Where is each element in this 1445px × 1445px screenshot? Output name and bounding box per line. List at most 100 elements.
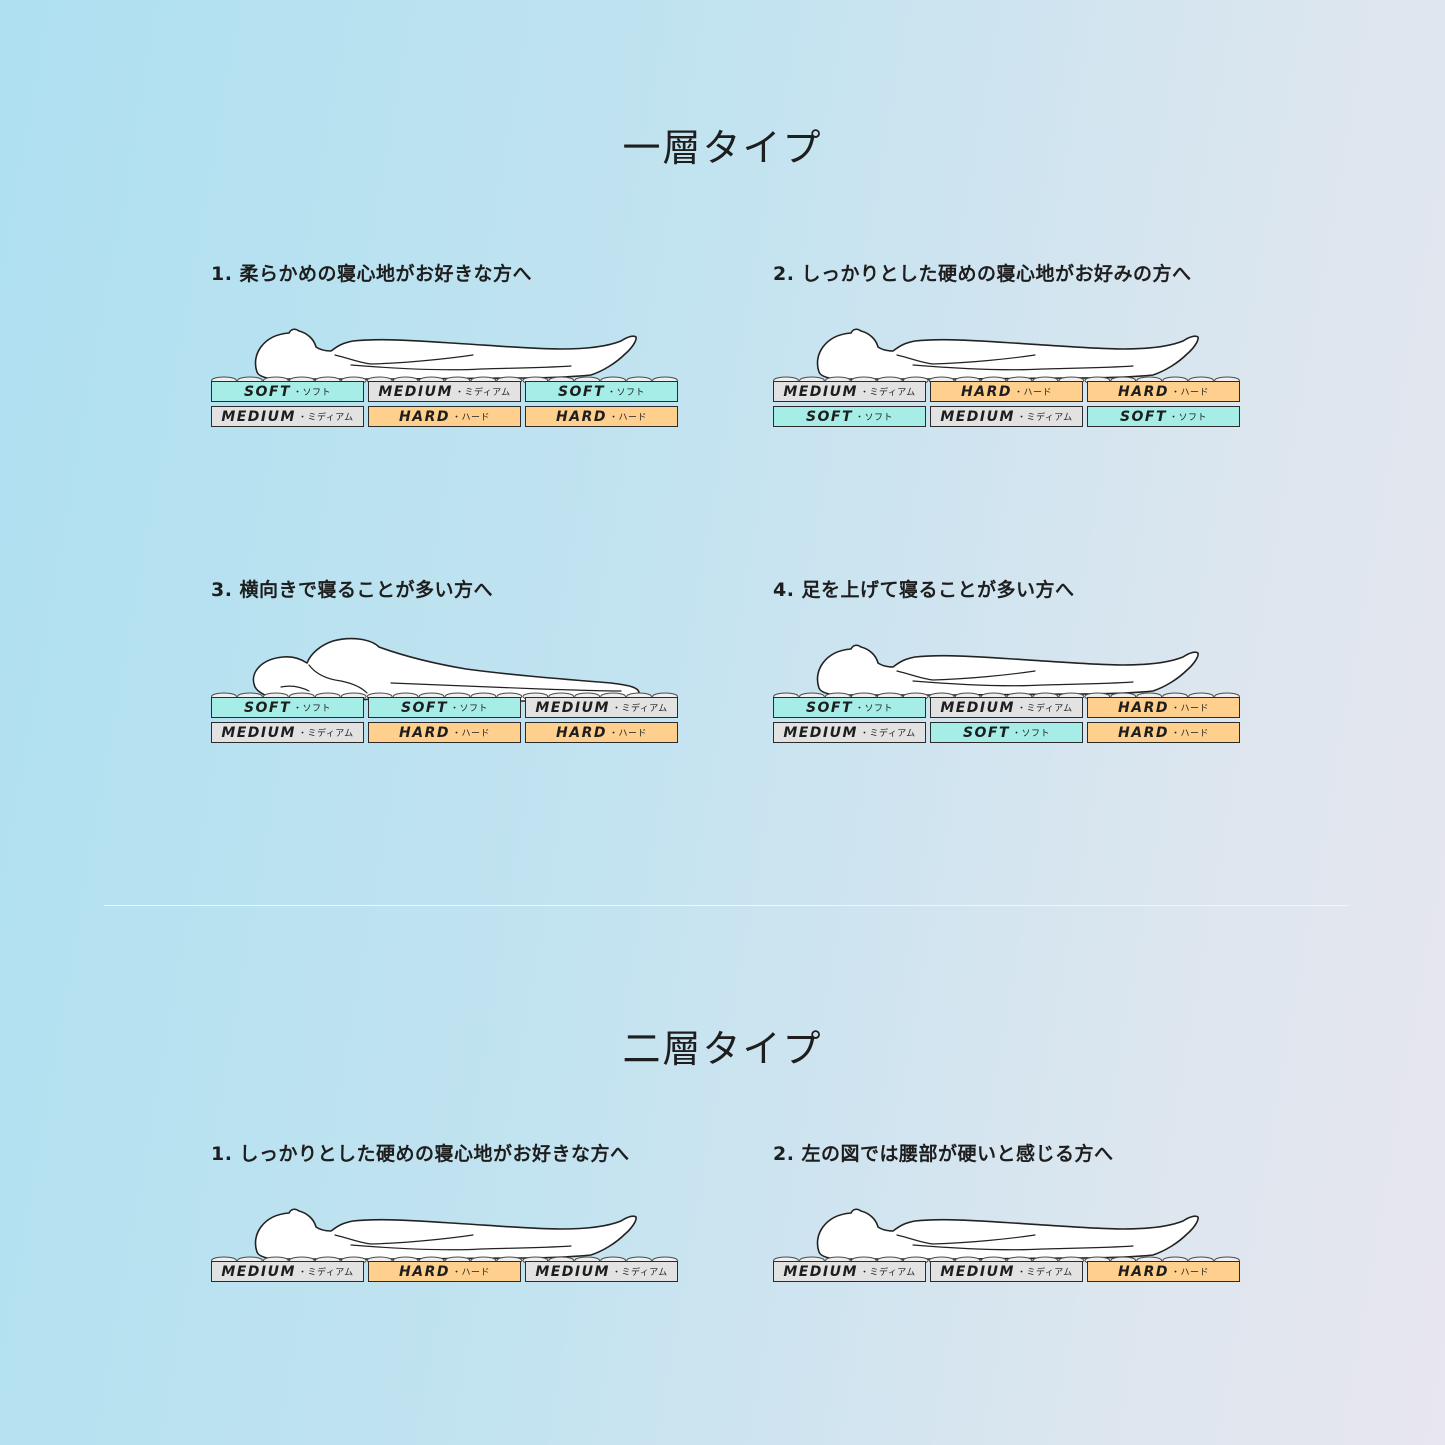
mattress-coil-strip (211, 686, 678, 701)
firmness-level-label: SOFT (400, 699, 449, 716)
firmness-cell-hard: HARD・ハード (1087, 381, 1240, 402)
firmness-cell-soft: SOFT・ソフト (525, 381, 678, 402)
firmness-kana-label: ・ハード (1013, 388, 1052, 398)
firmness-cell-soft: SOFT・ソフト (773, 697, 926, 718)
firmness-kana-label: ・ミディアム (297, 729, 354, 739)
firmness-cell-hard: HARD・ハード (368, 1261, 521, 1282)
firmness-cell-hard: HARD・ハード (1087, 697, 1240, 718)
firmness-level-label: SOFT (243, 383, 292, 400)
firmness-cell-medium: MEDIUM・ミディアム (773, 1261, 926, 1282)
firmness-kana-label: ・ミディアム (1016, 704, 1073, 714)
firmness-level-label: HARD (1118, 1263, 1169, 1280)
firmness-cell-hard: HARD・ハード (1087, 1261, 1240, 1282)
firmness-level-label: MEDIUM (378, 383, 453, 400)
section-title-single-layer: 一層タイプ (622, 126, 823, 170)
panel-title: 3. 横向きで寝ることが多い方へ (211, 579, 494, 601)
firmness-cell-hard: HARD・ハード (525, 722, 678, 743)
firmness-level-label: MEDIUM (221, 1263, 296, 1280)
firmness-kana-label: ・ミディアム (454, 388, 511, 398)
firmness-level-label: HARD (556, 408, 607, 425)
mattress-coil-strip (211, 1250, 678, 1265)
firmness-kana-label: ・ミディアム (297, 413, 354, 423)
firmness-level-label: HARD (1118, 383, 1169, 400)
firmness-level-label: SOFT (557, 383, 606, 400)
firmness-cell-soft: SOFT・ソフト (1087, 406, 1240, 427)
firmness-kana-label: ・ハード (1170, 1268, 1209, 1278)
firmness-level-label: HARD (399, 724, 450, 741)
firmness-kana-label: ・ハード (451, 413, 490, 423)
panel-title: 4. 足を上げて寝ることが多い方へ (773, 579, 1075, 601)
firmness-cell-hard: HARD・ハード (368, 722, 521, 743)
firmness-cell-medium: MEDIUM・ミディアム (211, 406, 364, 427)
firmness-kana-label: ・ミディアム (859, 388, 916, 398)
firmness-kana-label: ・ソフト (855, 413, 894, 423)
firmness-cell-soft: SOFT・ソフト (211, 381, 364, 402)
body-outline-svg (816, 328, 1199, 380)
firmness-cell-medium: MEDIUM・ミディアム (930, 1261, 1083, 1282)
firmness-cell-medium: MEDIUM・ミディアム (773, 722, 926, 743)
firmness-kana-label: ・ハード (1170, 729, 1209, 739)
firmness-level-label: HARD (399, 1263, 450, 1280)
firmness-level-label: HARD (1118, 724, 1169, 741)
mattress-coil-strip (211, 370, 678, 385)
panel-title: 1. しっかりとした硬めの寝心地がお好きな方へ (211, 1143, 630, 1165)
firmness-kana-label: ・ハード (608, 729, 647, 739)
body-limb-lines (896, 354, 1134, 371)
firmness-kana-label: ・ミディアム (1016, 1268, 1073, 1278)
panel-title: 2. 左の図では腰部が硬いと感じる方へ (773, 1143, 1114, 1165)
firmness-level-label: MEDIUM (940, 1263, 1015, 1280)
firmness-level-label: SOFT (1119, 408, 1168, 425)
firmness-level-label: MEDIUM (940, 699, 1015, 716)
firmness-kana-label: ・ハード (1170, 388, 1209, 398)
firmness-cell-hard: HARD・ハード (368, 406, 521, 427)
panel-title: 1. 柔らかめの寝心地がお好きな方へ (211, 263, 533, 285)
firmness-kana-label: ・ソフト (1169, 413, 1208, 423)
firmness-level-label: MEDIUM (783, 1263, 858, 1280)
firmness-cell-medium: MEDIUM・ミディアム (211, 722, 364, 743)
firmness-kana-label: ・ミディアム (859, 1268, 916, 1278)
firmness-kana-label: ・ミディアム (611, 1268, 668, 1278)
firmness-cell-soft: SOFT・ソフト (211, 697, 364, 718)
section-divider (104, 905, 1349, 906)
firmness-kana-label: ・ソフト (293, 704, 332, 714)
firmness-level-label: MEDIUM (221, 724, 296, 741)
firmness-level-label: MEDIUM (783, 383, 858, 400)
firmness-level-label: MEDIUM (940, 408, 1015, 425)
body-limb-lines (334, 1234, 572, 1251)
firmness-level-label: SOFT (805, 699, 854, 716)
firmness-level-label: MEDIUM (221, 408, 296, 425)
body-limb-lines (334, 354, 572, 371)
panel-title: 2. しっかりとした硬めの寝心地がお好みの方へ (773, 263, 1192, 285)
firmness-cell-medium: MEDIUM・ミディアム (930, 406, 1083, 427)
firmness-cell-hard: HARD・ハード (930, 381, 1083, 402)
firmness-kana-label: ・ミディアム (611, 704, 668, 714)
firmness-level-label: MEDIUM (535, 699, 610, 716)
firmness-kana-label: ・ソフト (607, 388, 646, 398)
firmness-kana-label: ・ミディアム (297, 1268, 354, 1278)
firmness-level-label: MEDIUM (535, 1263, 610, 1280)
firmness-cell-medium: MEDIUM・ミディアム (525, 697, 678, 718)
firmness-kana-label: ・ハード (451, 729, 490, 739)
section-title-double-layer: 二層タイプ (622, 1027, 823, 1071)
firmness-kana-label: ・ソフト (450, 704, 489, 714)
firmness-cell-soft: SOFT・ソフト (368, 697, 521, 718)
firmness-kana-label: ・ハード (451, 1268, 490, 1278)
firmness-level-label: SOFT (805, 408, 854, 425)
firmness-level-label: HARD (961, 383, 1012, 400)
body-figure-supine (773, 319, 1243, 389)
firmness-kana-label: ・ハード (1170, 704, 1209, 714)
mattress-coil-strip (773, 686, 1240, 701)
firmness-cell-medium: MEDIUM・ミディアム (211, 1261, 364, 1282)
firmness-cell-medium: MEDIUM・ミディアム (368, 381, 521, 402)
firmness-level-label: MEDIUM (783, 724, 858, 741)
body-limb-lines (896, 1234, 1134, 1251)
firmness-cell-medium: MEDIUM・ミディアム (930, 697, 1083, 718)
firmness-kana-label: ・ソフト (855, 704, 894, 714)
firmness-cell-soft: SOFT・ソフト (930, 722, 1083, 743)
firmness-kana-label: ・ソフト (293, 388, 332, 398)
